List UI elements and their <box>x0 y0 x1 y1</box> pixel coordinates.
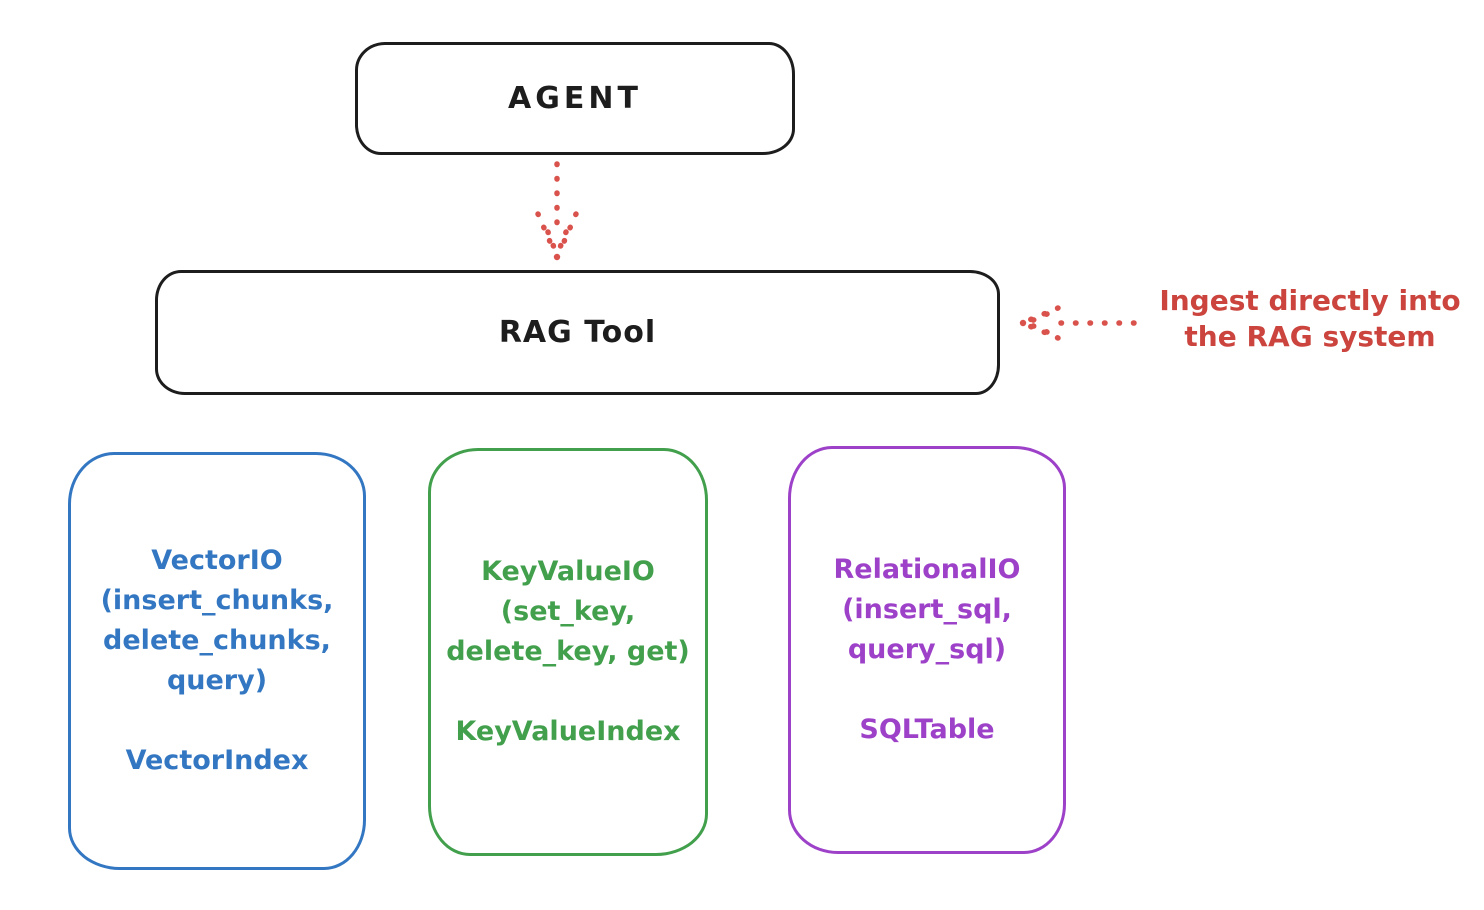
relational-io-box: RelationalIO (insert_sql, query_sql) SQL… <box>788 446 1066 854</box>
vector-io-methods-line3: query) <box>166 665 268 696</box>
keyvalue-io-box: KeyValueIO (set_key, delete_key, get) Ke… <box>428 448 708 856</box>
agent-label: AGENT <box>508 81 642 116</box>
relational-io-title: RelationalIO <box>833 554 1021 585</box>
ingest-annotation: Ingest directly into the RAG system <box>1140 283 1480 355</box>
vector-io-box: VectorIO (insert_chunks, delete_chunks, … <box>68 452 366 870</box>
ingest-annotation-line2: the RAG system <box>1184 320 1436 353</box>
vector-io-methods-line1: (insert_chunks, <box>100 585 334 616</box>
keyvalue-io-methods-line1: (set_key, <box>500 596 636 627</box>
agent-box: AGENT <box>355 42 795 155</box>
agent-to-rag-dotted-arrow-icon <box>535 161 579 261</box>
keyvalue-io-title: KeyValueIO <box>481 556 655 587</box>
keyvalue-io-index-label: KeyValueIndex <box>455 716 681 747</box>
relational-io-table-label: SQLTable <box>859 714 995 745</box>
keyvalue-io-methods-line2: delete_key, get) <box>446 636 690 667</box>
vector-io-methods-line2: delete_chunks, <box>103 625 331 656</box>
rag-tool-box: RAG Tool <box>155 270 1000 395</box>
rag-tool-label: RAG Tool <box>498 315 657 350</box>
relational-io-methods-line1: (insert_sql, <box>842 594 1012 625</box>
relational-io-methods-line2: query_sql) <box>847 634 1007 665</box>
vector-io-title: VectorIO <box>151 545 283 576</box>
ingest-dotted-arrow-icon <box>1019 305 1137 341</box>
ingest-annotation-line1: Ingest directly into <box>1159 284 1461 317</box>
vector-io-index-label: VectorIndex <box>125 745 309 776</box>
